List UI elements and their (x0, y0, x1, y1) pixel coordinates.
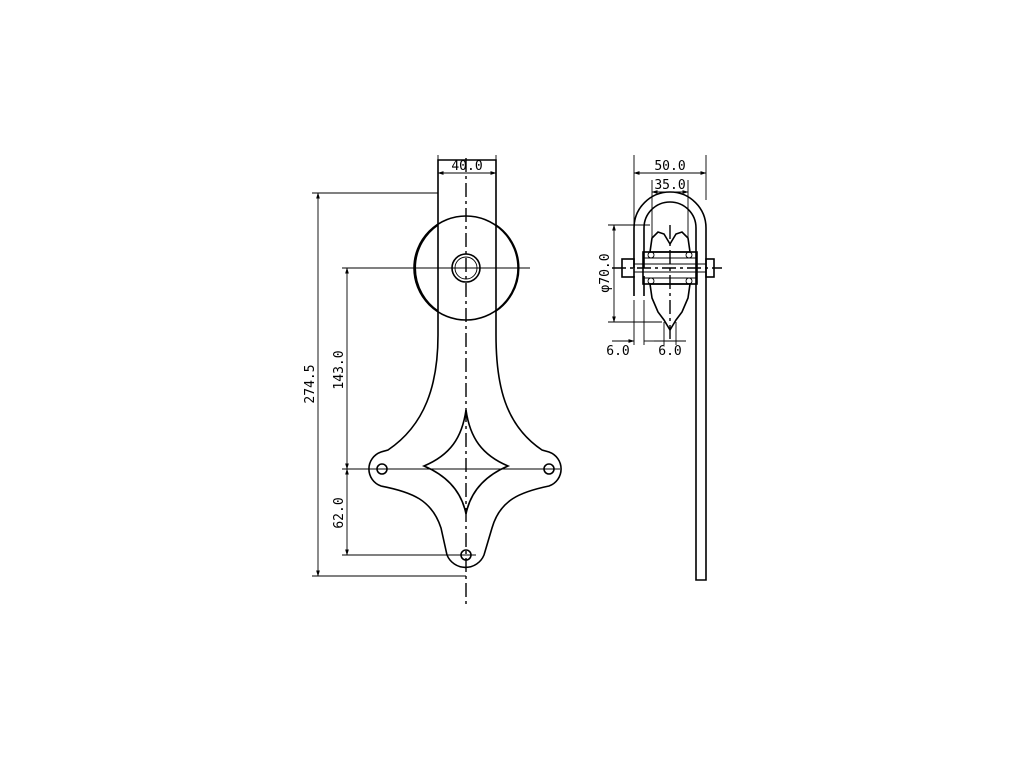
dim-label-width-top: 40.0 (451, 159, 482, 174)
dim-label-wheel-dia: φ70.0 (598, 253, 613, 292)
wheel-section-lower (649, 283, 691, 332)
dim-label-side-width: 50.0 (654, 159, 685, 174)
bearing-ball-2 (685, 251, 693, 259)
dim-label-height-upper: 143.0 (332, 350, 347, 389)
hanger-plate-outline (368, 159, 562, 569)
dim-label-height-lower: 62.0 (332, 497, 347, 528)
bearing-ball-3 (647, 277, 655, 285)
dim-label-side-inner: 35.0 (654, 178, 685, 193)
dim-label-offset-right: 6.0 (658, 344, 681, 359)
front-view: 40.0 274.5 143.0 62.0 (303, 155, 562, 605)
bearing-ball-1 (647, 251, 655, 259)
strap-outer (633, 191, 707, 581)
dim-label-offset-left: 6.0 (606, 344, 629, 359)
strap-lower-left (633, 276, 645, 296)
bearing-ball-4 (685, 277, 693, 285)
side-view: 50.0 35.0 φ70.0 6.0 6.0 (598, 155, 722, 581)
wheel-section-upper (649, 231, 691, 253)
dim-label-height-total: 274.5 (303, 364, 318, 403)
